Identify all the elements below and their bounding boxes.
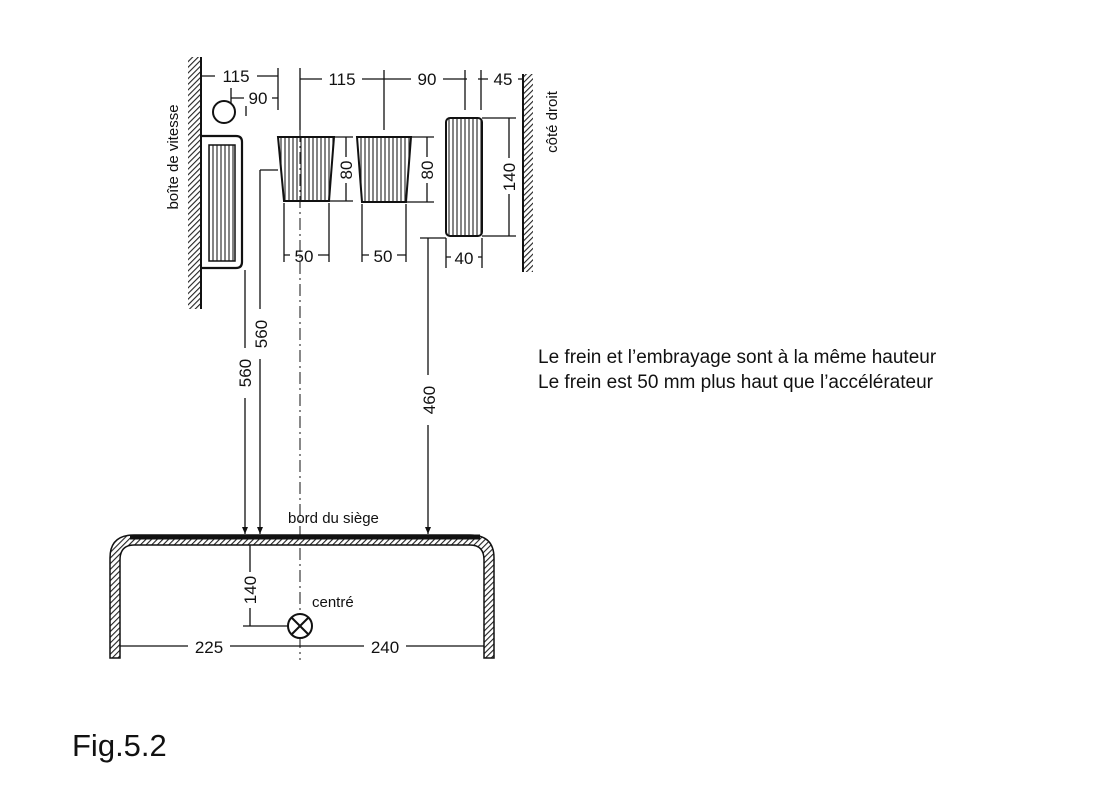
dim-accel-height: 140 <box>500 163 519 191</box>
dim-gearbox-to-seat: 560 <box>236 359 255 387</box>
accelerator-pedal <box>445 117 483 237</box>
notes-block: Le frein et l’embrayage sont à la même h… <box>538 345 936 395</box>
distance-to-seat-dims <box>242 169 446 534</box>
seat <box>109 534 495 659</box>
dim-left-offset: 225 <box>195 638 223 657</box>
dim-brake-width: 50 <box>374 247 393 266</box>
dim-clutch-width: 50 <box>295 247 314 266</box>
dim-115-gearbox: 115 <box>222 67 249 86</box>
dim-90-gearbox: 90 <box>249 89 268 108</box>
dim-accel-width: 40 <box>455 249 474 268</box>
dim-90-brake-accel: 90 <box>418 70 437 89</box>
dim-115-clutch-brake: 115 <box>328 70 355 89</box>
clutch-pedal <box>276 136 336 202</box>
label-seat-edge: bord du siège <box>288 510 379 527</box>
label-gearbox: boîte de vitesse <box>165 104 182 209</box>
gearbox-wall <box>188 57 202 309</box>
note-brake-clutch: Le frein et l’embrayage sont à la même h… <box>538 347 937 368</box>
gearbox <box>201 134 244 270</box>
dim-right-offset: 240 <box>371 638 399 657</box>
figure-label: Fig.5.2 <box>72 728 167 763</box>
seat-center-marker <box>287 613 313 639</box>
dim-clutch-to-seat: 560 <box>252 320 271 348</box>
brake-pedal <box>355 136 413 203</box>
dim-clutch-height: 80 <box>337 161 356 180</box>
dim-seat-depth: 140 <box>241 576 260 604</box>
label-right-side: côté droit <box>544 90 561 153</box>
note-brake-accelerator: Le frein est 50 mm plus haut que l’accél… <box>538 372 933 393</box>
pedal-height-dims <box>329 117 516 237</box>
dim-brake-height: 80 <box>418 161 437 180</box>
dim-45-accel-wall: 45 <box>494 70 513 89</box>
dim-accel-to-seat: 460 <box>420 386 439 414</box>
right-side-wall <box>522 74 533 272</box>
gear-lever-knob <box>212 100 236 124</box>
label-center: centré <box>312 594 354 611</box>
